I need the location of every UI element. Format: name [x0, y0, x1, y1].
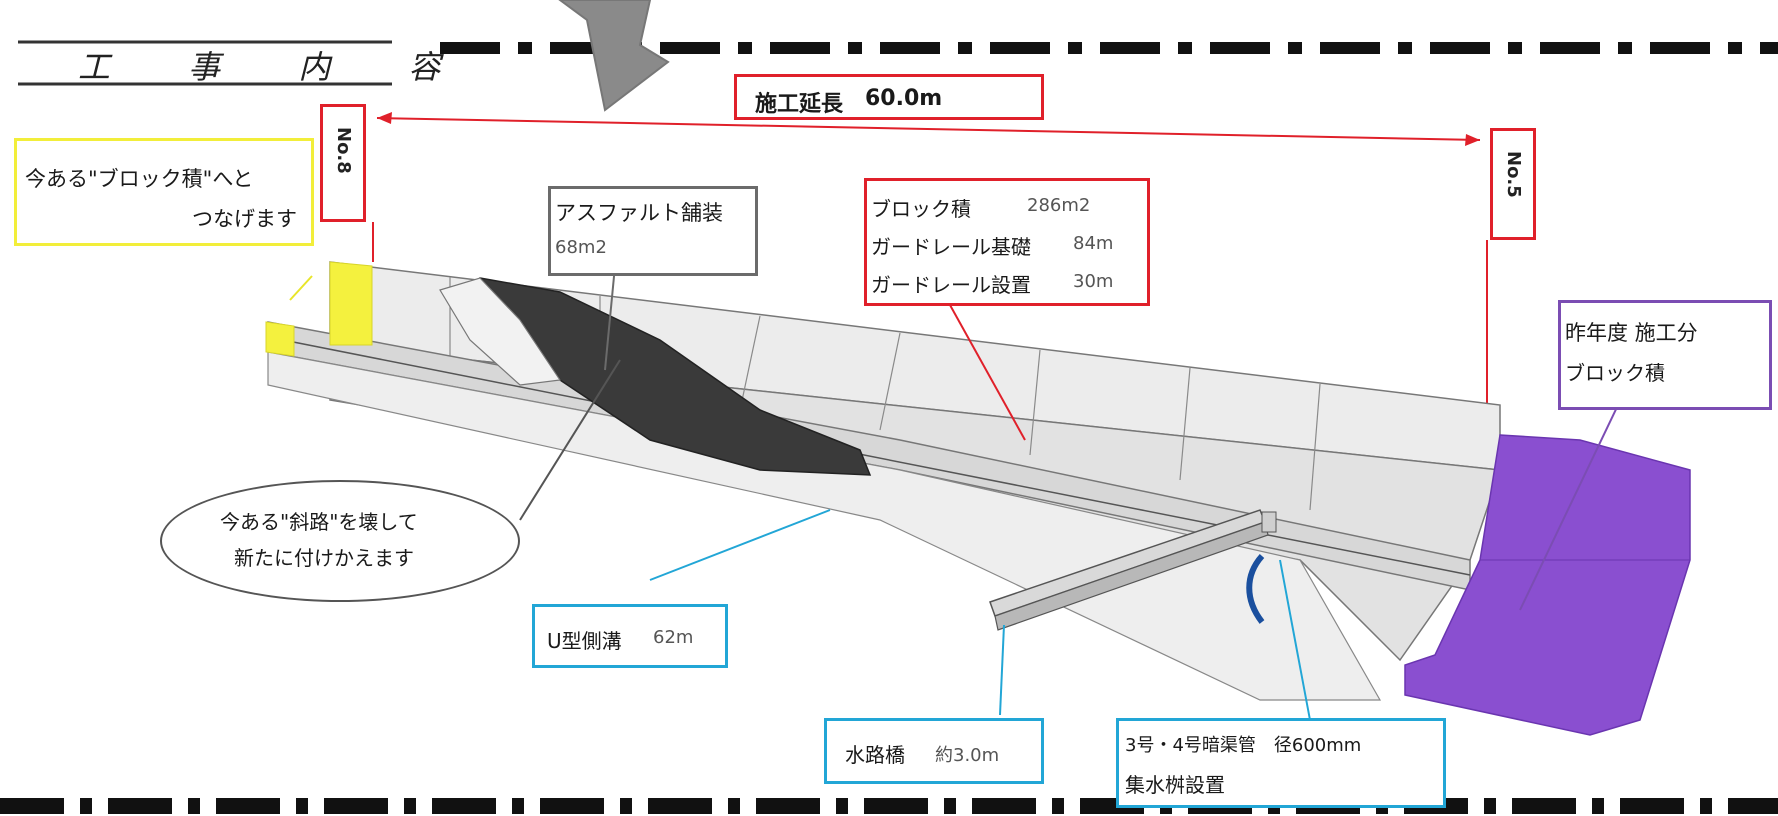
callout-culvert: 3号・4号暗渠管 径600mm 集水桝設置 [1116, 718, 1446, 808]
callout-slope-line1: 今ある"斜路"を壊して [220, 510, 418, 534]
leader-channel [999, 624, 1005, 716]
callout-existing-block-line2: つなげます [192, 207, 297, 231]
station-left-box: No.8 [320, 104, 366, 222]
culvert-line2: 集水桝設置 [1125, 773, 1225, 797]
leader-block-work [949, 304, 1026, 441]
ditch-base [267, 351, 1382, 701]
water-bridge-side [994, 521, 1269, 631]
page-title: 工 事 内 容 [78, 48, 475, 86]
extent-arrow-left-icon [377, 112, 392, 124]
length-box: 施工延長 60.0m [734, 74, 1044, 120]
culvert-line1: 3号・4号暗渠管 径600mm [1125, 735, 1362, 756]
callout-existing-block: 今ある"ブロック積"へと つなげます [14, 138, 314, 246]
leader-slope [519, 359, 621, 521]
last-year-block [1404, 434, 1691, 736]
station-left-label: No.8 [333, 127, 354, 174]
block-work-label-3: ガードレール設置 [871, 273, 1031, 297]
leader-culvert [1279, 559, 1311, 721]
ditch-edge-line [267, 336, 1471, 576]
channel-value: 約3.0m [935, 745, 1000, 766]
u-ditch-label: U型側溝 [547, 629, 622, 653]
length-value: 60.0m [865, 86, 943, 111]
block-work-value-3: 30m [1073, 271, 1114, 292]
callout-asphalt-line2: 68m2 [555, 237, 607, 258]
block-work-value-1: 286m2 [1027, 195, 1091, 216]
callout-block-work: ブロック積 286m2 ガードレール基礎 84m ガードレール設置 30m [864, 178, 1150, 306]
callout-existing-block-line1: 今ある"ブロック積"へと [25, 167, 254, 191]
leader-u-ditch [649, 509, 831, 581]
station-right-box: No.5 [1490, 128, 1536, 240]
extent-line [376, 117, 1481, 141]
callout-channel: 水路橋 約3.0m [824, 718, 1044, 784]
block-work-label-2: ガードレール基礎 [871, 235, 1031, 259]
callout-slope: 今ある"斜路"を壊して 新たに付けかえます [160, 480, 520, 602]
existing-block-end [329, 261, 373, 346]
callout-asphalt-line1: アスファルト舗装 [555, 201, 723, 225]
callout-last-year: 昨年度 施工分 ブロック積 [1558, 300, 1772, 410]
leader-last-year [1519, 379, 1631, 611]
flow-arrow-icon [558, 0, 670, 112]
extent-arrow-right-icon [1465, 134, 1480, 146]
existing-ditch-end [265, 321, 295, 357]
culvert-pipe [1246, 554, 1265, 624]
channel-label: 水路橋 [845, 743, 905, 767]
catch-basin [1261, 511, 1277, 533]
leader-existing-block [289, 275, 313, 301]
u-ditch-value: 62m [653, 627, 694, 648]
length-label: 施工延長 [755, 92, 844, 117]
block-work-label-1: ブロック積 [871, 197, 971, 221]
callout-asphalt: アスファルト舗装 68m2 [548, 186, 758, 276]
leader-asphalt [604, 265, 616, 371]
callout-u-ditch: U型側溝 62m [532, 604, 728, 668]
callout-slope-line2: 新たに付けかえます [234, 546, 414, 570]
block-work-value-2: 84m [1073, 233, 1114, 254]
ramp-side-wall [439, 277, 562, 386]
station-right-label: No.5 [1503, 151, 1524, 198]
callout-last-year-line1: 昨年度 施工分 [1565, 321, 1698, 345]
callout-last-year-line2: ブロック積 [1565, 361, 1665, 385]
